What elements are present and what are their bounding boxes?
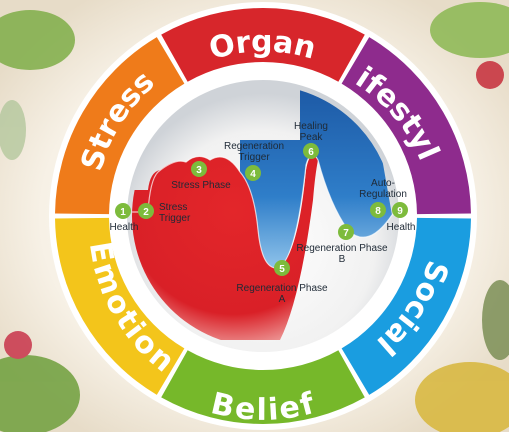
segment-belief — [161, 350, 365, 425]
phase-8-marker: 8 — [370, 202, 386, 218]
svg-text:3: 3 — [196, 165, 202, 176]
stress-area — [132, 155, 318, 340]
phase-4-marker: 4 — [245, 165, 261, 181]
svg-text:7: 7 — [343, 228, 349, 239]
phase-2-marker: 2 — [138, 203, 154, 219]
phase-1-label: Health — [110, 222, 139, 233]
segment-social — [341, 217, 471, 395]
phase-1-marker: 1 — [115, 203, 131, 219]
svg-text:4: 4 — [250, 169, 256, 180]
svg-text:5: 5 — [279, 264, 285, 275]
regeneration-area — [240, 90, 392, 269]
segment-organ — [161, 8, 365, 82]
phase-5-marker: 5 — [274, 260, 290, 276]
phase-3-marker: 3 — [191, 161, 207, 177]
segment-lifestyle — [341, 37, 471, 215]
phase-9-label: Health — [387, 222, 416, 233]
phase-8-label: Auto-Regulation — [359, 178, 407, 200]
phase-line — [132, 154, 394, 269]
svg-text:1: 1 — [120, 207, 126, 218]
phase-3-label: Stress Phase — [171, 180, 231, 191]
phase-7-marker: 7 — [338, 224, 354, 240]
segment-label-belief: Belief — [208, 386, 319, 428]
phase-curve — [132, 90, 394, 340]
phase-9-marker: 9 — [392, 202, 408, 218]
svg-text:9: 9 — [397, 206, 403, 217]
svg-text:8: 8 — [375, 206, 381, 217]
svg-text:2: 2 — [143, 207, 149, 218]
svg-text:6: 6 — [308, 147, 314, 158]
phase-6-marker: 6 — [303, 143, 319, 159]
segment-emotion — [55, 217, 185, 395]
segment-stress — [55, 37, 185, 215]
